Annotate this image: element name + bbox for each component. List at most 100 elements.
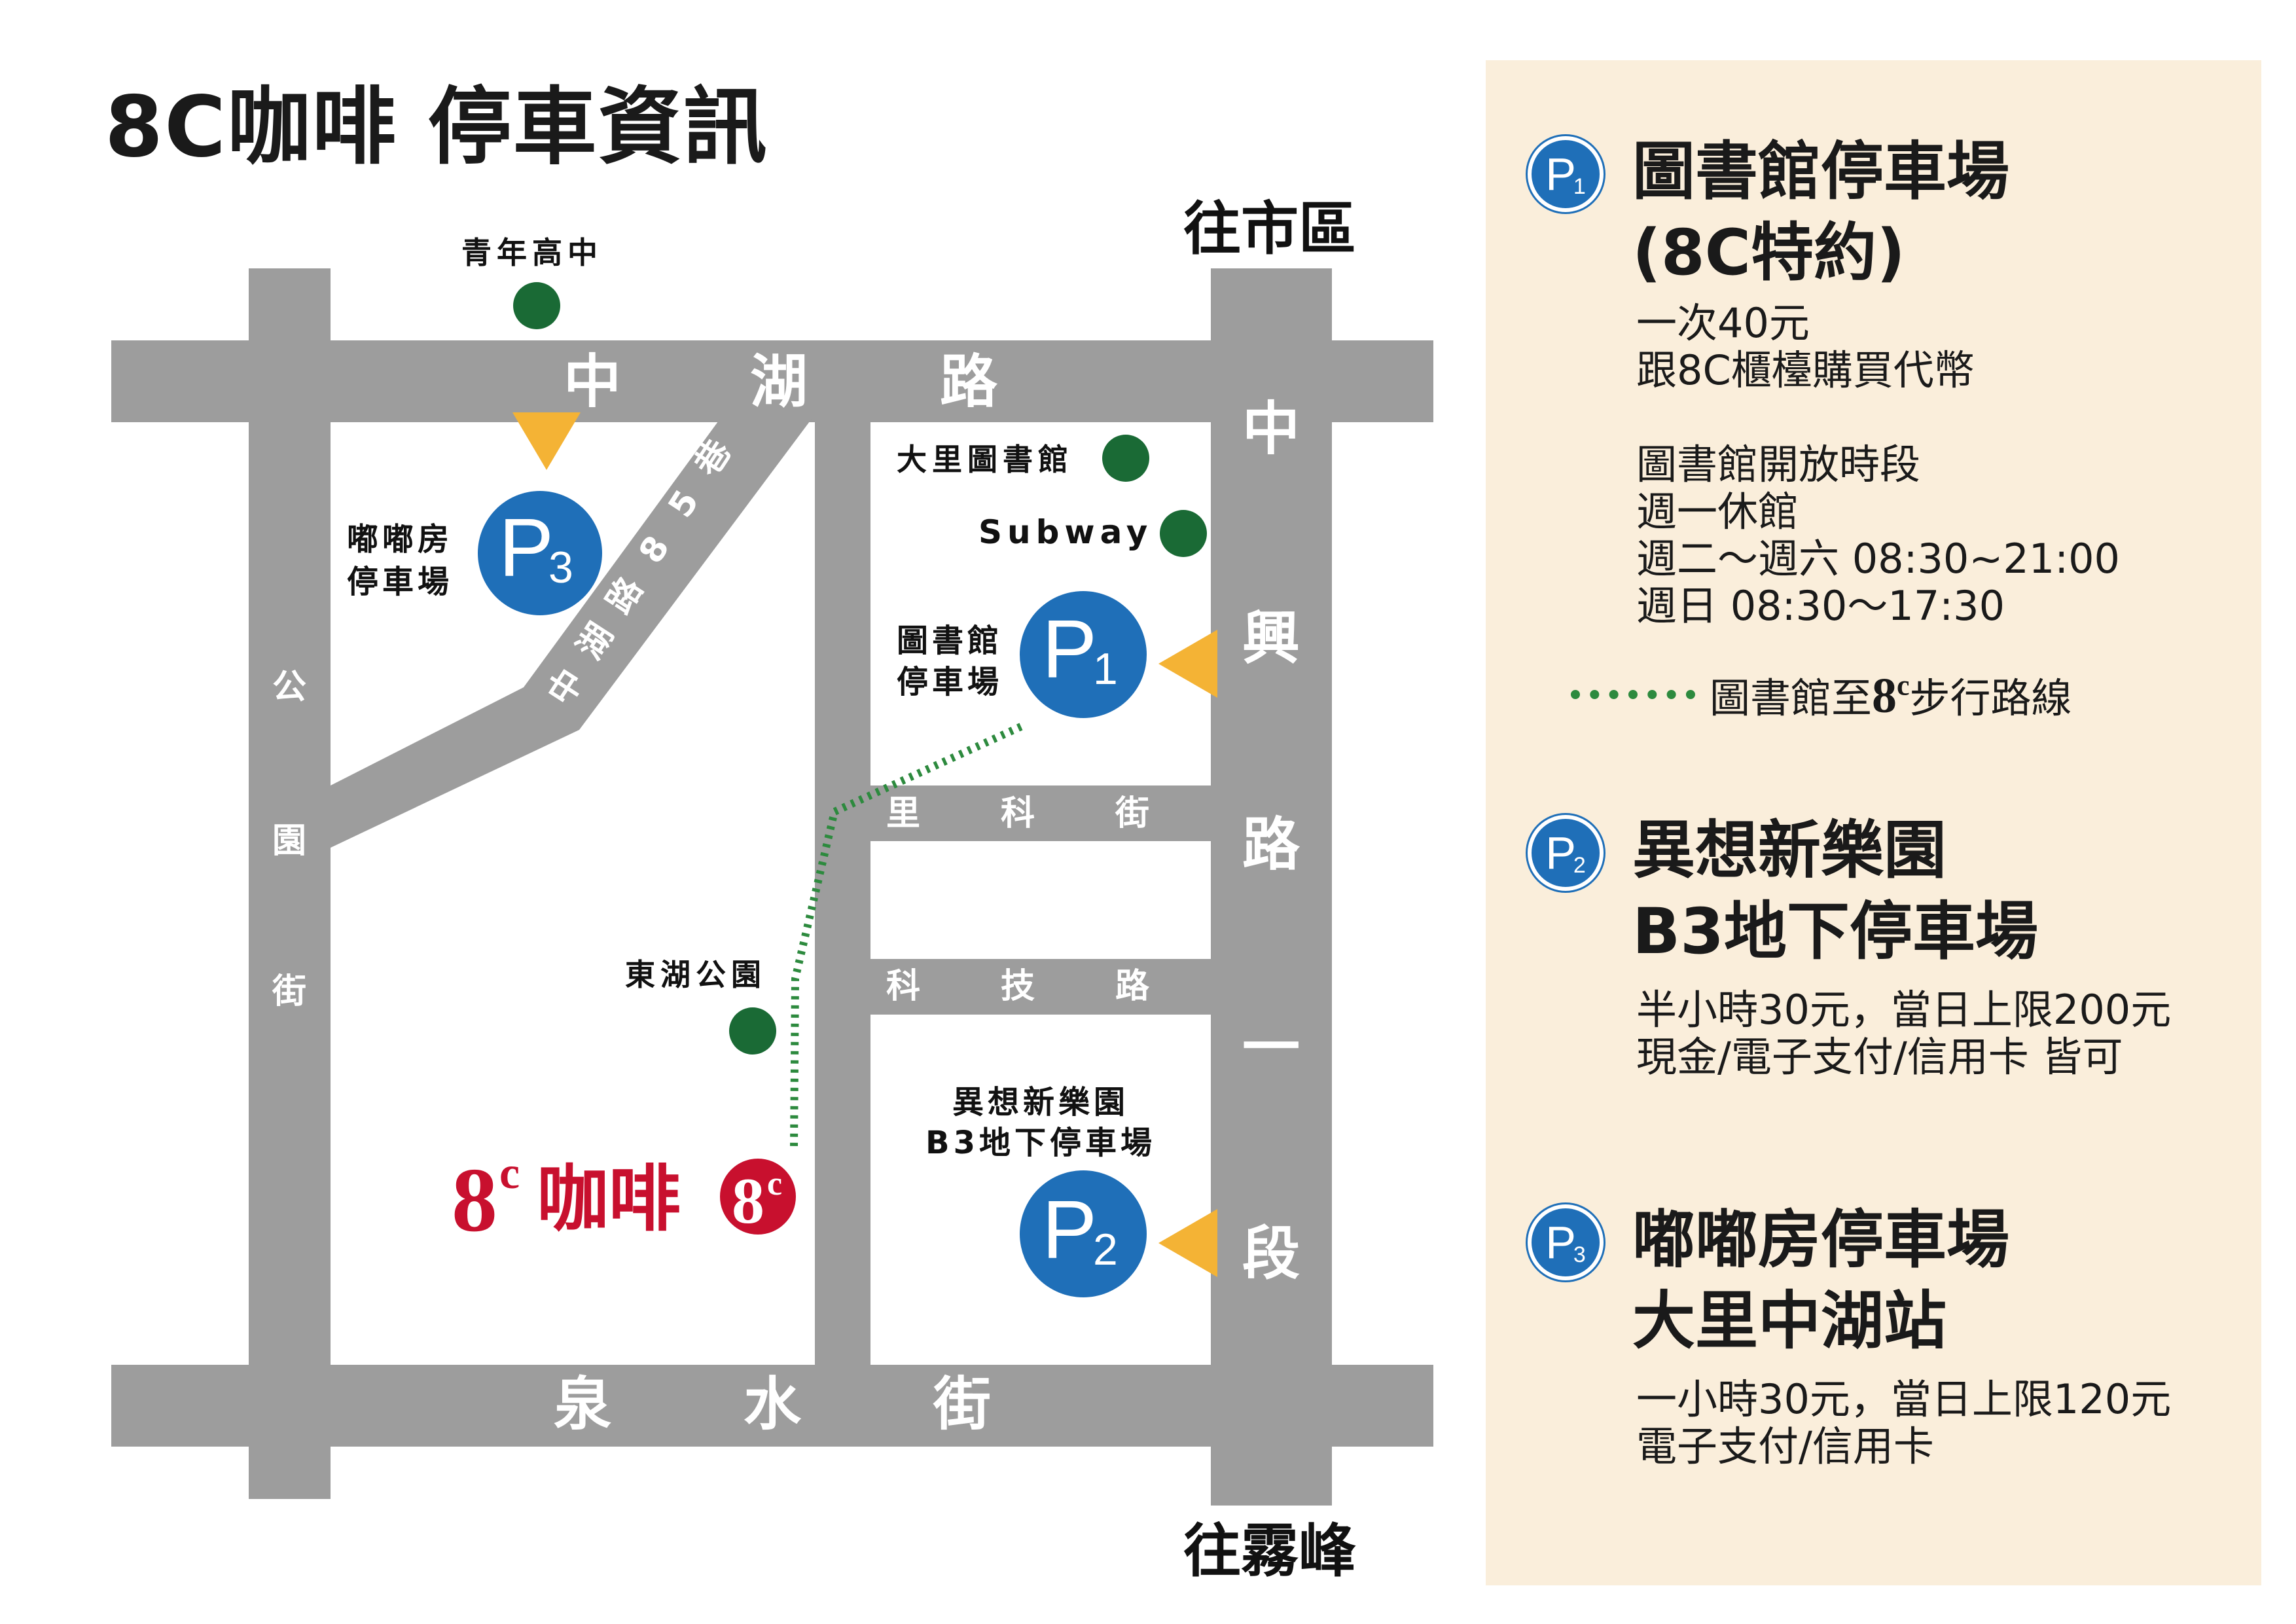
svg-text:科: 科: [1001, 794, 1035, 833]
p1-hours-title: 圖書館開放時段: [1636, 441, 1921, 488]
p2-details: 半小時30元，當日上限200元 現金/電子支付/信用卡 皆可: [1636, 986, 2248, 1081]
p1-title-line1: 圖書館停車場: [1632, 135, 2009, 208]
landmark-dot-library: [1102, 435, 1149, 482]
p3-marker-letter: P: [499, 501, 554, 594]
p2-label-line2: B3地下停車場: [925, 1125, 1156, 1161]
page-title: 8C咖啡 停車資訊: [105, 79, 768, 176]
road-like: [815, 785, 1214, 841]
svg-text:c: c: [767, 1165, 782, 1202]
p2-payment: 現金/電子支付/信用卡 皆可: [1636, 1033, 2123, 1081]
p3-details: 一小時30元，當日上限120元 電子支付/信用卡: [1636, 1376, 2248, 1470]
p3-label-line1: 嘟嘟房: [347, 521, 453, 558]
parking-map: .road { fill:#9d9d9d; } .rl { fill:#ffff…: [111, 195, 1433, 1585]
svg-text:中: 中: [564, 348, 621, 416]
svg-text:技: 技: [1001, 967, 1035, 1006]
p2-marker-number: 2: [1093, 1225, 1118, 1274]
road-label-quanshui: 泉 水 街: [554, 1371, 991, 1438]
p2-entrance-arrow: [1158, 1209, 1217, 1277]
landmark-label-east-lake-park: 東湖公園: [625, 957, 766, 992]
road-label-zhongxing: 中 興 路 一 段: [1242, 395, 1300, 1288]
road-label-like: 里 科 街: [886, 794, 1149, 833]
parking-info-panel: P1 圖書館停車場 (8C特約) 一次40元 跟8C櫃檯購買代幣 圖書館開放時段…: [1486, 60, 2261, 1585]
svg-text:園: 園: [272, 821, 306, 861]
p2-badge: P2: [1528, 815, 1604, 891]
p3-payment: 電子支付/信用卡: [1636, 1422, 1934, 1470]
p1-details: 一次40元 跟8C櫃檯購買代幣 圖書館開放時段 週一休館 週二～週六 08:30…: [1636, 300, 2248, 630]
svg-text:湖: 湖: [750, 348, 808, 416]
walk-route-legend: 圖書館至8c步行路線: [1571, 662, 2265, 723]
p2-title-line2: B3地下停車場: [1632, 895, 2038, 968]
cafe-name: 咖啡: [537, 1157, 681, 1241]
p1-marker-letter: P: [1042, 603, 1097, 695]
svg-text:泉: 泉: [554, 1371, 611, 1438]
p3-marker-number: 3: [548, 543, 573, 592]
p2-marker: [1020, 1170, 1147, 1297]
p1-info-section: P1 圖書館停車場 (8C特約) 一次40元 跟8C櫃檯購買代幣 圖書館開放時段…: [1528, 131, 2248, 630]
p1-title-line2: (8C特約): [1632, 216, 1905, 289]
p1-price: 一次40元: [1636, 299, 1810, 347]
road-zhongxing: [1211, 268, 1332, 1506]
landmark-dot-east-lake-park: [729, 1007, 776, 1055]
p3-badge: P3: [1528, 1204, 1604, 1280]
direction-south: 往霧峰: [1183, 1517, 1356, 1585]
p1-badge: P1: [1528, 136, 1604, 212]
p1-hours-mon: 週一休館: [1636, 488, 1799, 535]
p1-marker: [1020, 591, 1147, 718]
svg-text:路: 路: [940, 348, 998, 416]
landmark-label-high-school: 青年高中: [461, 235, 603, 270]
landmark-dot-subway: [1160, 510, 1207, 557]
svg-text:路: 路: [1242, 811, 1300, 878]
svg-text:水: 水: [744, 1371, 802, 1438]
svg-text:c: c: [499, 1148, 520, 1199]
p1-label-line1: 圖書館: [897, 623, 1003, 659]
road-gongyuan: [249, 268, 331, 1499]
svg-text:8: 8: [732, 1164, 764, 1237]
p3-entrance-arrow: [512, 412, 581, 470]
svg-text:中: 中: [1242, 395, 1300, 463]
p2-marker-letter: P: [1042, 1183, 1097, 1276]
landmark-label-library: 大里圖書館: [897, 442, 1073, 477]
p3-marker: [478, 491, 602, 615]
road-label-gongyuan: 公 園 街: [272, 668, 306, 1011]
p2-price: 半小時30元，當日上限200元: [1636, 986, 2172, 1034]
svg-text:段: 段: [1242, 1220, 1300, 1288]
cafe-logo-text: 8 c: [452, 1148, 520, 1251]
p2-label-line1: 異想新樂園: [952, 1084, 1129, 1121]
walk-route-legend-label: 圖書館至8c步行路線: [1710, 668, 2072, 723]
cafe-logo-badge: 8 c: [720, 1159, 796, 1237]
svg-text:路: 路: [1115, 967, 1150, 1006]
svg-text:8: 8: [452, 1149, 497, 1251]
p1-hours-tue-sat: 週二～週六 08:30~21:00: [1636, 535, 2121, 583]
walk-8c-logo: 8c: [1872, 668, 1910, 723]
p1-label-line2: 停車場: [897, 664, 1003, 700]
walk-route-legend-line: [1571, 690, 1695, 699]
p1-marker-number: 1: [1093, 644, 1118, 694]
svg-text:興: 興: [1242, 605, 1300, 672]
direction-north: 往市區: [1183, 195, 1356, 262]
svg-text:科: 科: [886, 967, 920, 1006]
p3-info-section: P3 嘟嘟房停車場 大里中湖站 一小時30元，當日上限120元 電子支付/信用卡: [1528, 1199, 2248, 1470]
svg-text:里: 里: [886, 794, 920, 833]
svg-text:街: 街: [1115, 794, 1149, 833]
road-label-keji: 科 技 路: [886, 967, 1150, 1006]
road-keji: [815, 959, 1214, 1015]
svg-text:一: 一: [1242, 1014, 1300, 1081]
road-label-zhonghu: 中 湖 路: [564, 348, 998, 416]
svg-text:街: 街: [272, 972, 306, 1011]
svg-text:街: 街: [933, 1371, 991, 1438]
landmark-label-subway: Subway: [978, 513, 1153, 551]
p1-entrance-arrow: [1158, 630, 1217, 698]
p2-title-line1: 異想新樂園: [1632, 814, 1946, 887]
road-zhonghu-85-lane: [331, 419, 812, 848]
p3-price: 一小時30元，當日上限120元: [1636, 1375, 2172, 1423]
p2-info-section: P2 異想新樂園 B3地下停車場 半小時30元，當日上限200元 現金/電子支付…: [1528, 810, 2248, 1081]
p1-hours-sun: 週日 08:30～17:30: [1636, 582, 2005, 630]
p1-token-note: 跟8C櫃檯購買代幣: [1636, 346, 1975, 394]
p3-label-line2: 停車場: [347, 564, 453, 600]
road-middle-vertical: [815, 419, 870, 1368]
walk-route: [790, 723, 1023, 1149]
landmark-dot-high-school: [513, 282, 560, 329]
p3-title-line2: 大里中湖站: [1632, 1284, 1946, 1358]
svg-text:公: 公: [272, 668, 306, 707]
p3-title-line1: 嘟嘟房停車場: [1632, 1203, 2009, 1276]
